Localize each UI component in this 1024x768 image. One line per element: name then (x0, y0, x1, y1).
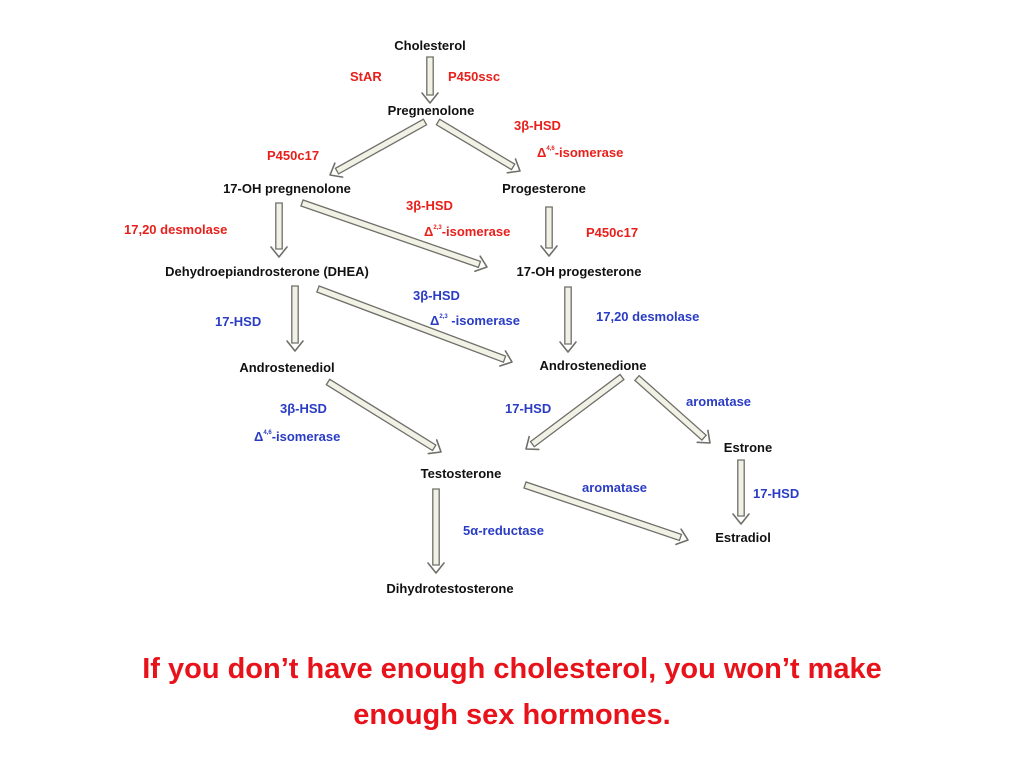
arrow-17oh-progesterone-to-androstenedione (559, 286, 577, 353)
arrow-shaft (325, 378, 437, 452)
enzyme-3b-hsd-2: 3β-HSD (406, 198, 453, 213)
enzyme-isomerase-4: Δ4,6-isomerase (254, 429, 340, 444)
arrow-head (329, 162, 344, 178)
arrow-head (286, 340, 304, 352)
node-androstenediol: Androstenediol (239, 360, 334, 375)
node-dhea: Dehydroepiandrosterone (DHEA) (165, 264, 369, 279)
arrow-head (421, 92, 439, 104)
enzyme-isomerase-1: Δ4,6-isomerase (537, 145, 623, 160)
enzyme-aromatase-2: aromatase (582, 480, 647, 495)
node-dihydrotestosterone: Dihydrotestosterone (386, 581, 513, 596)
arrow-shaft (432, 488, 440, 566)
arrow-shaft (275, 202, 283, 250)
enzyme-p450c17-2: P450c17 (586, 225, 638, 240)
arrow-head (506, 158, 521, 174)
enzyme-5a-reductase: 5α-reductase (463, 523, 544, 538)
enzyme-p450scc: P450ssc (448, 69, 500, 84)
arrow-head (696, 429, 711, 444)
arrow-shaft (529, 373, 625, 448)
arrow-head (540, 245, 558, 257)
enzyme-star: StAR (350, 69, 382, 84)
arrow-shaft (316, 285, 507, 364)
arrow-head (559, 341, 577, 353)
arrow-androstenedione-to-estrone (633, 374, 711, 444)
enzyme-17-20-desmolase-2: 17,20 desmolase (596, 309, 699, 324)
caption: If you don’t have enough cholesterol, yo… (40, 646, 984, 738)
enzyme-17-hsd-2: 17-HSD (505, 401, 551, 416)
arrow-testosterone-to-estradiol (523, 481, 689, 546)
enzyme-p450c17-1: P450c17 (267, 148, 319, 163)
arrow-shaft (633, 374, 708, 441)
arrow-shaft (291, 285, 299, 344)
enzyme-17-hsd-3: 17-HSD (753, 486, 799, 501)
enzyme-3b-hsd-4: 3β-HSD (280, 401, 327, 416)
arrow-17oh-pregnenolone-to-17oh-progesterone (300, 199, 488, 273)
arrow-head (499, 350, 513, 367)
enzyme-17-20-desmolase-1: 17,20 desmolase (124, 222, 227, 237)
enzyme-3b-hsd-1: 3β-HSD (514, 118, 561, 133)
caption-line-2: enough sex hormones. (353, 699, 671, 731)
arrow-head (675, 528, 689, 546)
arrow-head (732, 513, 750, 525)
pathway-arrows (270, 56, 750, 574)
arrow-head (525, 435, 540, 451)
arrow-shaft (523, 481, 683, 542)
arrow-progesterone-to-17oh-progesterone (540, 206, 558, 257)
arrow-head (427, 562, 445, 574)
node-estradiol: Estradiol (715, 530, 771, 545)
node-17oh-pregnenolone: 17-OH pregnenolone (223, 181, 351, 196)
compound-nodes: Cholesterol Pregnenolone 17-OH pregnenol… (165, 38, 772, 596)
caption-line-1: If you don’t have enough cholesterol, yo… (142, 653, 882, 685)
enzyme-isomerase-2: Δ2,3-isomerase (424, 224, 510, 239)
arrow-shaft (426, 56, 434, 96)
node-androstenedione: Androstenedione (540, 358, 647, 373)
arrow-cholesterol-to-pregnenolone (421, 56, 439, 104)
node-estrone: Estrone (724, 440, 772, 455)
enzyme-17-hsd-1: 17-HSD (215, 314, 261, 329)
arrow-androstenedione-to-testosterone (525, 373, 625, 451)
arrow-head (474, 255, 488, 273)
enzyme-3b-hsd-3: 3β-HSD (413, 288, 460, 303)
arrow-pregnenolone-to-17oh-pregnenolone (329, 118, 428, 178)
arrow-dhea-to-androstenedione (316, 285, 513, 367)
arrow-shaft (435, 118, 516, 171)
node-pregnenolone: Pregnenolone (388, 103, 475, 118)
node-cholesterol: Cholesterol (394, 38, 466, 53)
node-testosterone: Testosterone (421, 466, 502, 481)
arrow-pregnenolone-to-progesterone (435, 118, 521, 174)
arrow-shaft (334, 118, 428, 175)
enzyme-aromatase-1: aromatase (686, 394, 751, 409)
arrow-shaft (300, 199, 482, 269)
arrow-androstenediol-to-testosterone (325, 378, 442, 455)
node-17oh-progesterone: 17-OH progesterone (517, 264, 642, 279)
arrow-shaft (564, 286, 572, 345)
enzyme-labels: StAR P450ssc 3β-HSD Δ4,6-isomerase P450c… (124, 69, 799, 538)
node-progesterone: Progesterone (502, 181, 586, 196)
arrow-shaft (737, 459, 745, 517)
arrow-head (427, 439, 442, 455)
arrow-shaft (545, 206, 553, 249)
arrow-dhea-to-androstenediol (286, 285, 304, 352)
arrow-17oh-pregnenolone-to-dhea (270, 202, 288, 258)
steroidogenesis-pathway-diagram: Cholesterol Pregnenolone 17-OH pregnenol… (124, 38, 799, 596)
arrow-estrone-to-estradiol (732, 459, 750, 525)
arrow-head (270, 246, 288, 258)
arrow-testosterone-to-dihydrotestosterone (427, 488, 445, 574)
enzyme-isomerase-3: Δ2,3 -isomerase (430, 313, 520, 328)
